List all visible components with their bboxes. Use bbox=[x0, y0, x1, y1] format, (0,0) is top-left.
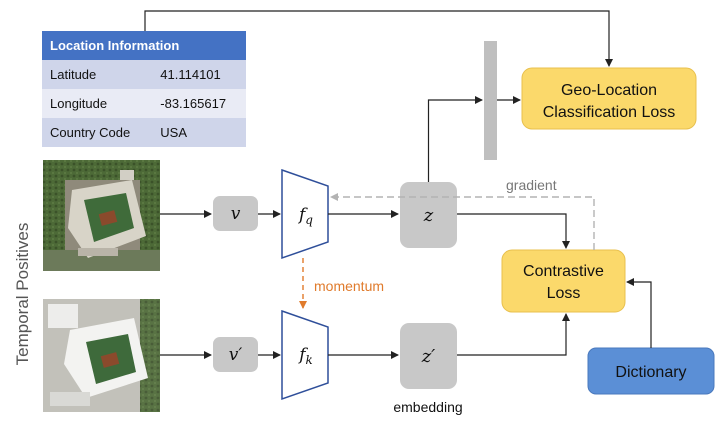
row-value: 41.114101 bbox=[152, 60, 246, 89]
node-z-prime-label: z′ bbox=[421, 346, 436, 367]
arrow-dictionary-to-contrastive bbox=[626, 278, 652, 348]
dictionary-label: Dictionary bbox=[615, 364, 686, 381]
node-v-prime bbox=[213, 337, 258, 372]
contrastive-loss-label-1: Contrastive bbox=[523, 263, 604, 280]
arrow-location-to-geo-loss bbox=[144, 10, 613, 67]
geo-location-loss-box bbox=[521, 67, 697, 130]
table-row: Longitude-83.165617 bbox=[42, 89, 246, 118]
momentum-label: momentum bbox=[314, 278, 384, 294]
row-value: USA bbox=[152, 118, 246, 147]
contrastive-loss-label-2: Loss bbox=[547, 285, 581, 302]
encoder-f-q-label: fq bbox=[297, 205, 313, 227]
arrow-z-to-classifier bbox=[427, 96, 483, 182]
encoder-f-k bbox=[281, 309, 329, 401]
row-label: Country Code bbox=[42, 118, 153, 147]
table-title: Location Information bbox=[42, 31, 246, 60]
contrastive-loss-box bbox=[501, 249, 626, 313]
embedding-label: embedding bbox=[393, 399, 462, 415]
arrow-z-to-contrastive bbox=[457, 213, 570, 249]
classifier-layer bbox=[484, 41, 497, 160]
satellite-image-query bbox=[43, 160, 160, 271]
node-v bbox=[213, 196, 258, 231]
node-z-label: z bbox=[423, 205, 434, 226]
row-label: Latitude bbox=[42, 60, 153, 89]
node-z bbox=[400, 182, 457, 248]
encoder-f-k-label: fk bbox=[297, 345, 313, 367]
row-label: Longitude bbox=[42, 89, 153, 118]
encoder-f-q bbox=[281, 168, 329, 260]
geo-loss-label-2: Classification Loss bbox=[543, 104, 676, 121]
node-z-prime bbox=[400, 323, 457, 389]
temporal-positives-label: Temporal Positives bbox=[13, 222, 32, 366]
node-v-label: v bbox=[231, 204, 241, 224]
node-v-prime-label: v′ bbox=[229, 345, 243, 365]
gradient-label: gradient bbox=[506, 177, 557, 193]
satellite-image-key bbox=[43, 299, 160, 412]
geo-loss-label-1: Geo-Location bbox=[561, 82, 657, 99]
arrow-gradient bbox=[330, 193, 595, 250]
arrow-z-prime-to-contrastive bbox=[457, 313, 570, 356]
row-value: -83.165617 bbox=[152, 89, 246, 118]
